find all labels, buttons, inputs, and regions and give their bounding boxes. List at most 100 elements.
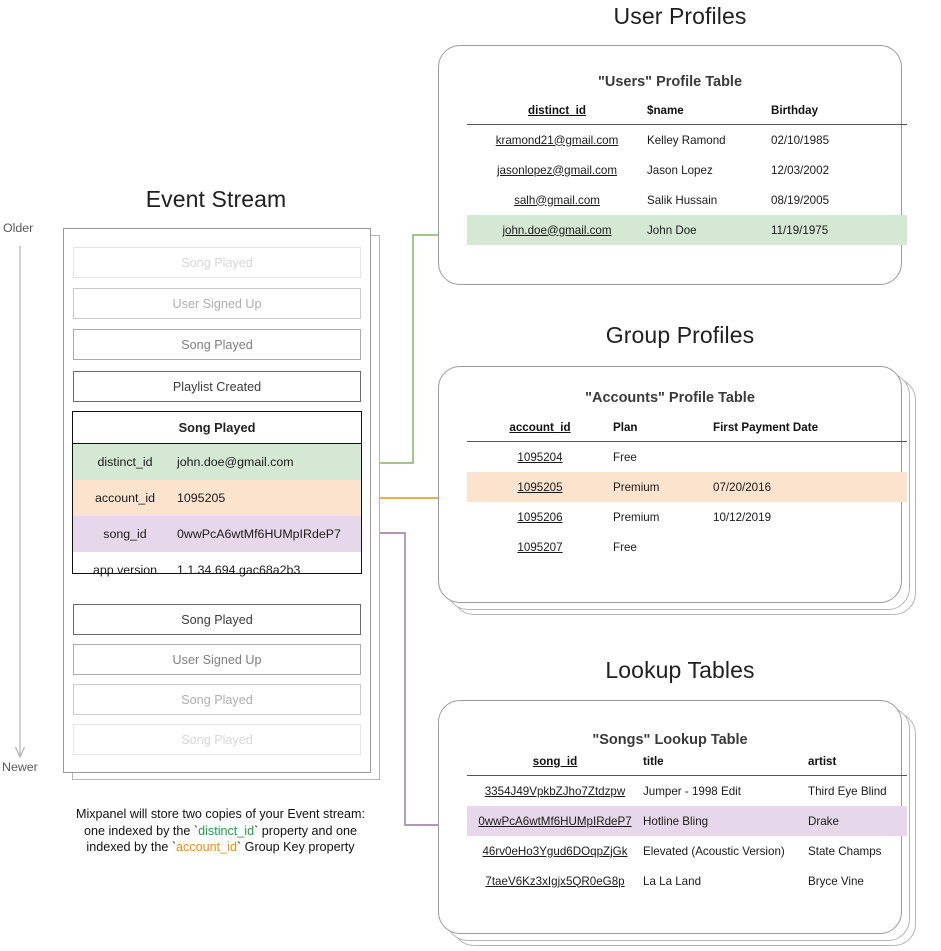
axis-label-newer: Newer bbox=[2, 760, 38, 774]
property-key: account_id bbox=[95, 491, 155, 505]
cell-name: Salik Hussain bbox=[647, 193, 718, 207]
cell-birthday: 08/19/2005 bbox=[771, 193, 830, 207]
table-row[interactable]: jasonlopez@gmail.com Jason Lopez 12/03/2… bbox=[467, 155, 907, 185]
songs-table-title: "Songs" Lookup Table bbox=[592, 732, 748, 748]
property-key: distinct_id bbox=[97, 455, 153, 469]
property-key: song_id bbox=[103, 527, 147, 541]
table-row[interactable]: 7taeV6Kz3xIgjx5QR0eG8p La La Land Bryce … bbox=[467, 866, 907, 896]
cell-key: john.doe@gmail.com bbox=[467, 215, 647, 245]
caption-code-distinct-id: distinct_id bbox=[198, 823, 255, 838]
event-stream-caption: Mixpanel will store two copies of your E… bbox=[33, 806, 408, 856]
property-value: john.doe@gmail.com bbox=[177, 455, 294, 469]
cell-key: 3354J49VpkbZJho7Ztdzpw bbox=[484, 784, 626, 798]
property-row-distinct-id: distinct_id john.doe@gmail.com bbox=[73, 444, 361, 480]
property-value: 1095205 bbox=[177, 491, 226, 505]
cell-birthday: 12/03/2002 bbox=[771, 163, 830, 177]
accounts-table-title: "Accounts" Profile Table bbox=[585, 390, 755, 406]
column-header: First Payment Date bbox=[713, 421, 819, 434]
event-item[interactable]: Playlist Created bbox=[73, 371, 361, 402]
event-stream-title: Event Stream bbox=[145, 186, 287, 212]
user-profiles-title: User Profiles bbox=[613, 3, 747, 29]
caption-line-2: one indexed by the `distinct_id` propert… bbox=[33, 823, 408, 840]
cell-key: kramond21@gmail.com bbox=[495, 133, 619, 147]
event-item[interactable]: Song Played bbox=[73, 724, 361, 755]
cell-first-payment-date bbox=[713, 442, 907, 473]
table-row[interactable]: 1095207 Free bbox=[467, 532, 907, 562]
event-item[interactable]: User Signed Up bbox=[73, 644, 361, 675]
column-header: Birthday bbox=[771, 104, 819, 117]
cell-name: Kelley Ramond bbox=[647, 133, 726, 147]
users-profile-card bbox=[438, 45, 902, 285]
selected-event-title: Song Played bbox=[178, 420, 256, 435]
cell-name: Jason Lopez bbox=[647, 163, 713, 177]
table-row[interactable]: 1095206 Premium 10/12/2019 bbox=[467, 502, 907, 532]
column-header: song_id bbox=[532, 755, 578, 768]
songs-table: song_id title artist 3354J49VpkbZJho7Ztd… bbox=[467, 755, 907, 896]
cell-name: John Doe bbox=[647, 215, 771, 245]
table-row[interactable]: kramond21@gmail.com Kelley Ramond 02/10/… bbox=[467, 125, 907, 156]
cell-birthday: 02/10/1985 bbox=[771, 133, 830, 147]
cell-key: 7taeV6Kz3xIgjx5QR0eG8p bbox=[485, 874, 625, 888]
property-value: 1.1.34.694.gac68a2b3 bbox=[177, 563, 301, 577]
cell-plan: Premium bbox=[613, 510, 660, 524]
cell-title: Hotline Bling bbox=[643, 806, 808, 836]
caption-line-3-post: ` Group Key property bbox=[236, 840, 355, 854]
cell-title: Jumper - 1998 Edit bbox=[643, 784, 741, 798]
users-table-title: "Users" Profile Table bbox=[597, 74, 743, 90]
column-header: Plan bbox=[613, 421, 638, 434]
cell-first-payment-date: 10/12/2019 bbox=[713, 510, 772, 524]
caption-code-account-id: account_id bbox=[176, 840, 237, 854]
event-item[interactable]: Song Played bbox=[73, 684, 361, 715]
cell-artist: Drake bbox=[808, 806, 907, 836]
table-row-highlighted[interactable]: 1095205 Premium 07/20/2016 bbox=[467, 472, 907, 502]
axis-label-older: Older bbox=[3, 221, 34, 235]
column-header: account_id bbox=[509, 421, 571, 434]
cell-first-payment-date: 07/20/2016 bbox=[713, 472, 907, 502]
caption-line-2-post: ` property and one bbox=[254, 823, 358, 838]
cell-first-payment-date bbox=[713, 532, 907, 562]
selected-event-properties: distinct_id john.doe@gmail.com account_i… bbox=[73, 443, 361, 588]
cell-key: salh@gmail.com bbox=[514, 193, 600, 207]
table-row-highlighted[interactable]: john.doe@gmail.com John Doe 11/19/1975 bbox=[467, 215, 907, 245]
property-row-song-id: song_id 0wwPcA6wtMf6HUMpIRdeP7 bbox=[73, 516, 361, 552]
event-item[interactable]: Song Played bbox=[73, 329, 361, 360]
cell-title: La La Land bbox=[643, 874, 702, 888]
table-row[interactable]: 1095204 Free bbox=[467, 442, 907, 473]
column-header: title bbox=[643, 755, 664, 768]
cell-key: jasonlopez@gmail.com bbox=[496, 163, 618, 177]
table-header-row: account_id Plan First Payment Date bbox=[467, 421, 907, 442]
cell-plan: Premium bbox=[613, 472, 713, 502]
cell-key: 1095204 bbox=[517, 450, 563, 464]
property-value: 0wwPcA6wtMf6HUMpIRdeP7 bbox=[177, 527, 341, 541]
cell-artist: State Champs bbox=[808, 844, 882, 858]
column-header: artist bbox=[808, 755, 837, 768]
cell-birthday: 11/19/1975 bbox=[771, 215, 907, 245]
event-item[interactable]: Song Played bbox=[73, 247, 361, 278]
cell-artist: Third Eye Blind bbox=[808, 784, 887, 798]
cell-key: 1095207 bbox=[517, 540, 563, 554]
caption-line-3: indexed by the `account_id` Group Key pr… bbox=[33, 839, 408, 856]
accounts-table: account_id Plan First Payment Date 10952… bbox=[467, 421, 907, 562]
property-row-app-version: app version 1.1.34.694.gac68a2b3 bbox=[73, 552, 361, 588]
column-header: distinct_id bbox=[528, 104, 586, 117]
group-profiles-title: Group Profiles bbox=[605, 322, 755, 348]
cell-key: 1095206 bbox=[517, 510, 563, 524]
table-row-highlighted[interactable]: 0wwPcA6wtMf6HUMpIRdeP7 Hotline Bling Dra… bbox=[467, 806, 907, 836]
cell-key: 1095205 bbox=[467, 472, 613, 502]
event-item[interactable]: User Signed Up bbox=[73, 288, 361, 319]
lookup-tables-title: Lookup Tables bbox=[605, 657, 755, 683]
cell-key: 0wwPcA6wtMf6HUMpIRdeP7 bbox=[467, 806, 643, 836]
table-row[interactable]: salh@gmail.com Salik Hussain 08/19/2005 bbox=[467, 185, 907, 215]
cell-plan: Free bbox=[613, 540, 637, 554]
property-key: app version bbox=[92, 563, 158, 577]
users-table: distinct_id $name Birthday kramond21@gma… bbox=[467, 104, 907, 245]
caption-line-3-pre: indexed by the ` bbox=[86, 840, 177, 854]
cell-key: 46rv0eHo3Ygud6DOqpZjGk bbox=[482, 844, 628, 858]
caption-line-1: Mixpanel will store two copies of your E… bbox=[75, 807, 366, 821]
table-row[interactable]: 3354J49VpkbZJho7Ztdzpw Jumper - 1998 Edi… bbox=[467, 776, 907, 807]
event-item[interactable]: Song Played bbox=[73, 604, 361, 635]
selected-event-card[interactable]: Song Played distinct_id john.doe@gmail.c… bbox=[72, 411, 362, 577]
table-row[interactable]: 46rv0eHo3Ygud6DOqpZjGk Elevated (Acousti… bbox=[467, 836, 907, 866]
cell-title: Elevated (Acoustic Version) bbox=[643, 844, 785, 858]
table-header-row: distinct_id $name Birthday bbox=[467, 104, 907, 125]
